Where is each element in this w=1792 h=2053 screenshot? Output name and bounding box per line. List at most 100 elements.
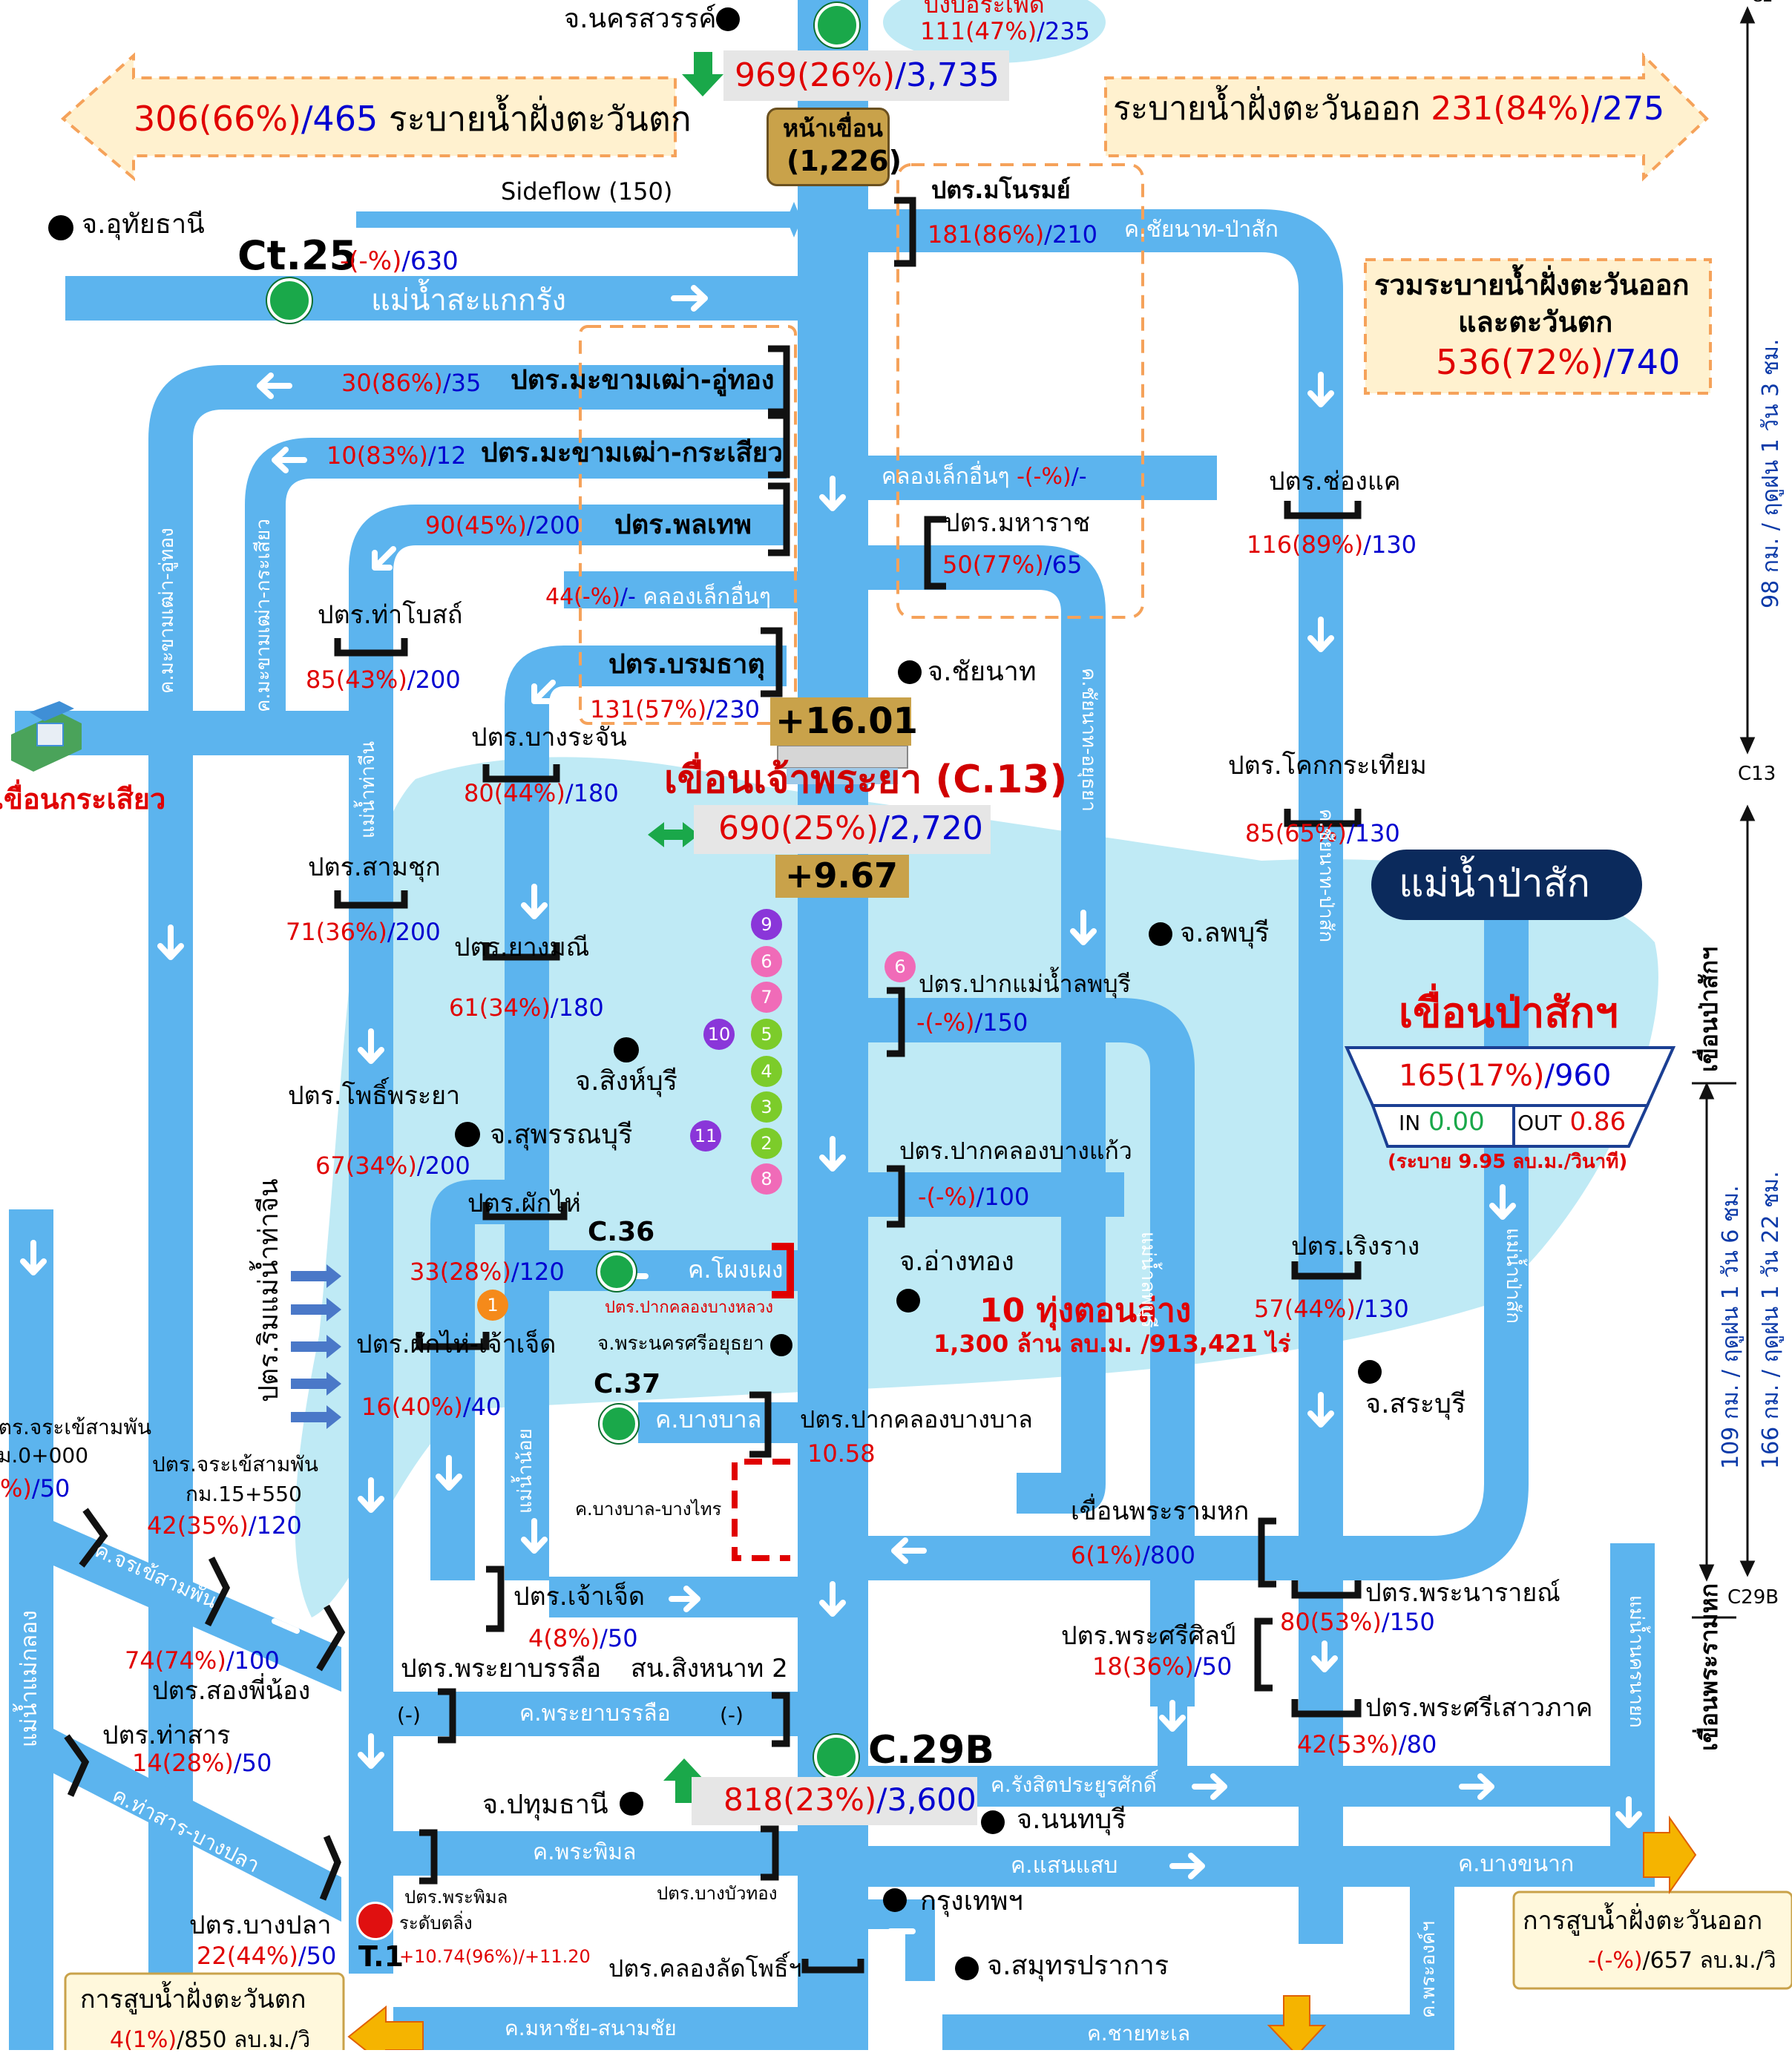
west-small-canal-value: 44(-%) [545,584,620,610]
maharat-gate: ปตร.มหาราช [944,508,1091,538]
canal-mak-uthong-label: ค.มะขามเฒ่า-อู่ทอง [156,528,178,694]
field-4: 4 [751,1056,782,1087]
side-pasak-dam-label: เขื่อนป่าสักฯ [1695,946,1723,1072]
field-7: 7 [751,982,782,1013]
chorakhe-0-row: %)/50 [0,1476,70,1500]
segment-3-label: 166 กม. / ฤดูฝน 1 วัน 22 ชม. [1758,1171,1784,1469]
pasak-in-label: IN [1399,1111,1421,1135]
nakhon-nayok-label: แม่น้ำนครนายก [1625,1595,1647,1728]
mak-krasiao-capacity: /12 [427,441,467,470]
total-row: 536(72%)/740 [1436,345,1680,379]
srisin-capacity: /50 [1193,1652,1233,1681]
chongkhae-gate: ปตร.ช่องแค [1269,467,1401,496]
phraphimon-level-label2: ระดับตลิ่ง [399,1913,473,1934]
west-small-canal-capacity: /- [620,584,636,610]
segment-2-label: 109 กม. / ฤดูฝน 1 วัน 6 ชม. [1718,1185,1744,1469]
pasak-capacity: /960 [1544,1059,1612,1093]
field-11: 11 [690,1120,721,1152]
mahachai-label: ค.มหาชัย-สนามชัย [505,2016,677,2040]
west-release-label: ระบายน้ำฝั่งตะวันตก [388,99,692,139]
field-9: 9 [751,909,782,940]
songphinong-row: 74(74%)/100 [125,1649,280,1672]
chaochet-value: 4(8%) [528,1624,600,1652]
rangsit-canal [868,1766,1655,1807]
mak-krasiao-value: 10(83%) [326,441,428,470]
t1-station-marker [356,1902,395,1940]
pasak-note: (ระบาย 9.95 ลบ.ม./วินาที) [1388,1151,1628,1173]
boromathat-capacity: /230 [706,695,761,723]
suphan-dot [455,1122,480,1147]
pasak-inout-box [1371,1104,1650,1148]
pasak-in-row: IN 0.00 [1399,1109,1485,1134]
thabot-row: 85(43%)/200 [306,668,461,692]
pak-bangkaeo-row: -(-%)/100 [918,1185,1029,1209]
yangmani-value: 61(34%) [449,993,551,1022]
c2-station-marker [815,3,859,47]
roengrang-value: 57(44%) [1254,1295,1356,1323]
narai-capacity: /150 [1381,1608,1435,1636]
field-5: 5 [751,1019,782,1050]
dam-flow-value: 690(25%) [718,809,879,847]
pak-bangkaeo-gate: ปตร.ปากคลองบางแก้ว [899,1137,1132,1165]
lopburi-dot [1149,922,1172,946]
boromathat-value: 131(57%) [590,695,707,723]
phraya-banlue-gate: ปตร.พระยาบรรลือ [401,1654,602,1684]
chainat-ayutthaya-label: ค.ชัยนาท-อยุธยา [1077,668,1100,812]
samchuk-gate: ปตร.สามชุก [308,853,441,882]
chorakhe-15-value: 42(35%) [147,1511,249,1540]
srisin-row: 18(36%)/50 [1092,1655,1232,1678]
west-release-row: 306(66%)/465 ระบายน้ำฝั่งตะวันตก [134,102,692,136]
pakklong-banghlong-label: ปตร.ปากคลองบางหลวง [605,1298,773,1317]
phraphimon-canal [393,1831,798,1876]
samut-prakan-dot [955,1957,979,1980]
ayutthaya-dot [770,1334,792,1356]
c29b-label: C.29B [868,1728,994,1773]
srisin-value: 18(36%) [1092,1652,1194,1681]
field-8: 8 [751,1163,782,1195]
chorakhe-15-capacity: /120 [248,1511,302,1540]
phakhai-capacity: /120 [511,1258,565,1286]
west-small-canal-label: คลองเล็กอื่นๆ [643,584,771,610]
narai-gate: ปตร.พระนารายณ์ [1365,1578,1560,1608]
chongkhae-value: 116(89%) [1247,531,1364,559]
segment-1-text: 98 กม. / ฤดูฝน 1 วัน 3 ชม. [1758,338,1784,608]
roengrang-capacity: /130 [1355,1295,1409,1323]
yangmani-row: 61(34%)/180 [449,996,604,1019]
manorom-capacity: /210 [1044,220,1098,249]
srisaowapak-gate: ปตร.พระศรีเสาวภาค [1365,1693,1593,1723]
east-release-row: ระบายน้ำฝั่งตะวันออก 231(84%)/275 [1113,93,1664,125]
side-rama6-label: เขื่อนพระรามหก [1695,1583,1723,1751]
total-capacity: /740 [1603,342,1681,382]
total-value: 536(72%) [1436,342,1604,382]
phophraya-gate: ปตร.โพธิ์พระยา [288,1081,461,1111]
pak-lopburi-value: -(-%) [916,1008,975,1037]
segment-2-text: 109 กม. / ฤดูฝน 1 วัน 6 ชม. [1718,1185,1744,1469]
ct25-row: -(-%)/630 [340,249,459,274]
rangsit-label: ค.รังสิตประยูรศักดิ์ [991,1773,1157,1797]
chainat-label: จ.ชัยนาท [928,657,1037,687]
srisaowapak-row: 42(53%)/80 [1297,1732,1437,1756]
canal-mak-krasiao-label: ค.มะขามเฒ่า-กระเสียว [252,519,275,712]
phongpheng-canal [549,1250,798,1291]
chongkhae-row: 116(89%)/130 [1247,533,1417,556]
chorakhe-0-gate: ปตร.จระเข้สามพัน [0,1415,151,1439]
chorakhe-0-capacity: /50 [31,1474,70,1502]
total-line2: และตะวันตก [1458,306,1613,338]
noi-river [505,646,787,1580]
samchuk-row: 71(36%)/200 [286,920,441,944]
pasak-vertical-label: แม่น้ำป่าสัก [1502,1228,1524,1324]
upstream-level: +16.01 [775,700,919,742]
c29b-station-marker [814,1735,859,1779]
lower-fields-sub: 1,300 ล้าน ลบ.ม. /913,421 ไร่ [933,1330,1291,1358]
mak-uthong-capacity: /35 [442,369,482,397]
west-pump-row: 4(1%)/850 ลบ.ม./วิ [110,2029,310,2052]
mak-krasiao-row: 10(83%)/12 [326,444,466,467]
chaochet-row: 4(8%)/50 [528,1626,638,1650]
roengrang-row: 57(44%)/130 [1254,1297,1409,1321]
maharat-capacity: /65 [1043,551,1083,579]
khokkrathiam-value: 85(65%) [1245,819,1347,847]
bangrachan-row: 80(44%)/180 [464,781,619,805]
chainat-pasak-vertical-label: ค.ชัยนาท-ป่าสัก [1315,809,1337,943]
boromathat-row: 131(57%)/230 [590,697,760,721]
